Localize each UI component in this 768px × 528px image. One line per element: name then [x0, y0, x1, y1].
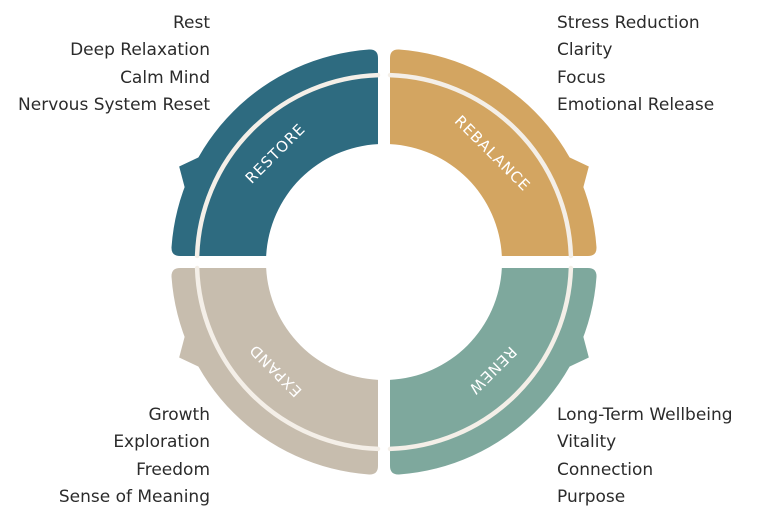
restore-benefit: Nervous System Reset: [18, 94, 210, 115]
rebalance-benefit: Clarity: [557, 40, 613, 61]
restore-benefit: Deep Relaxation: [70, 40, 210, 61]
rebalance-benefit: Emotional Release: [557, 94, 715, 115]
rebalance-benefits-list: Stress Reduction Clarity Focus Emotional…: [557, 10, 714, 119]
expand-benefit: Growth: [148, 405, 210, 425]
renew-quadrant: [390, 268, 597, 475]
expand-benefit: Exploration: [113, 432, 210, 453]
expand-quadrant: [171, 268, 378, 475]
expand-ring-segment: [194, 265, 381, 452]
renew-benefits-list: Long-Term Wellbeing Vitality Connection …: [557, 402, 733, 511]
expand-arrow-icon: [179, 334, 201, 368]
expand-benefit: Sense of Meaning: [58, 486, 210, 507]
rebalance-arrow-icon: [567, 156, 589, 190]
restore-benefits-list: Rest Deep Relaxation Calm Mind Nervous S…: [18, 10, 210, 119]
renew-benefit: Purpose: [557, 486, 626, 507]
rebalance-quadrant: [390, 49, 597, 257]
expand-benefits-list: Growth Exploration Freedom Sense of Mean…: [59, 402, 210, 511]
rebalance-benefit: Stress Reduction: [557, 13, 700, 33]
renew-benefit: Vitality: [557, 432, 617, 453]
rebalance-benefit: Focus: [557, 67, 606, 88]
restore-ring-segment: [194, 72, 381, 259]
restore-quadrant: [171, 49, 378, 257]
expand-benefit: Freedom: [136, 459, 210, 480]
restore-benefit: Rest: [172, 13, 210, 33]
renew-arrow-icon: [567, 334, 589, 368]
renew-ring-segment: [387, 265, 574, 452]
restore-benefit: Calm Mind: [120, 67, 210, 88]
restore-arrow-icon: [179, 156, 201, 190]
rebalance-ring-segment: [387, 72, 574, 259]
renew-benefit: Long-Term Wellbeing: [557, 405, 733, 425]
renew-benefit: Connection: [557, 459, 654, 480]
